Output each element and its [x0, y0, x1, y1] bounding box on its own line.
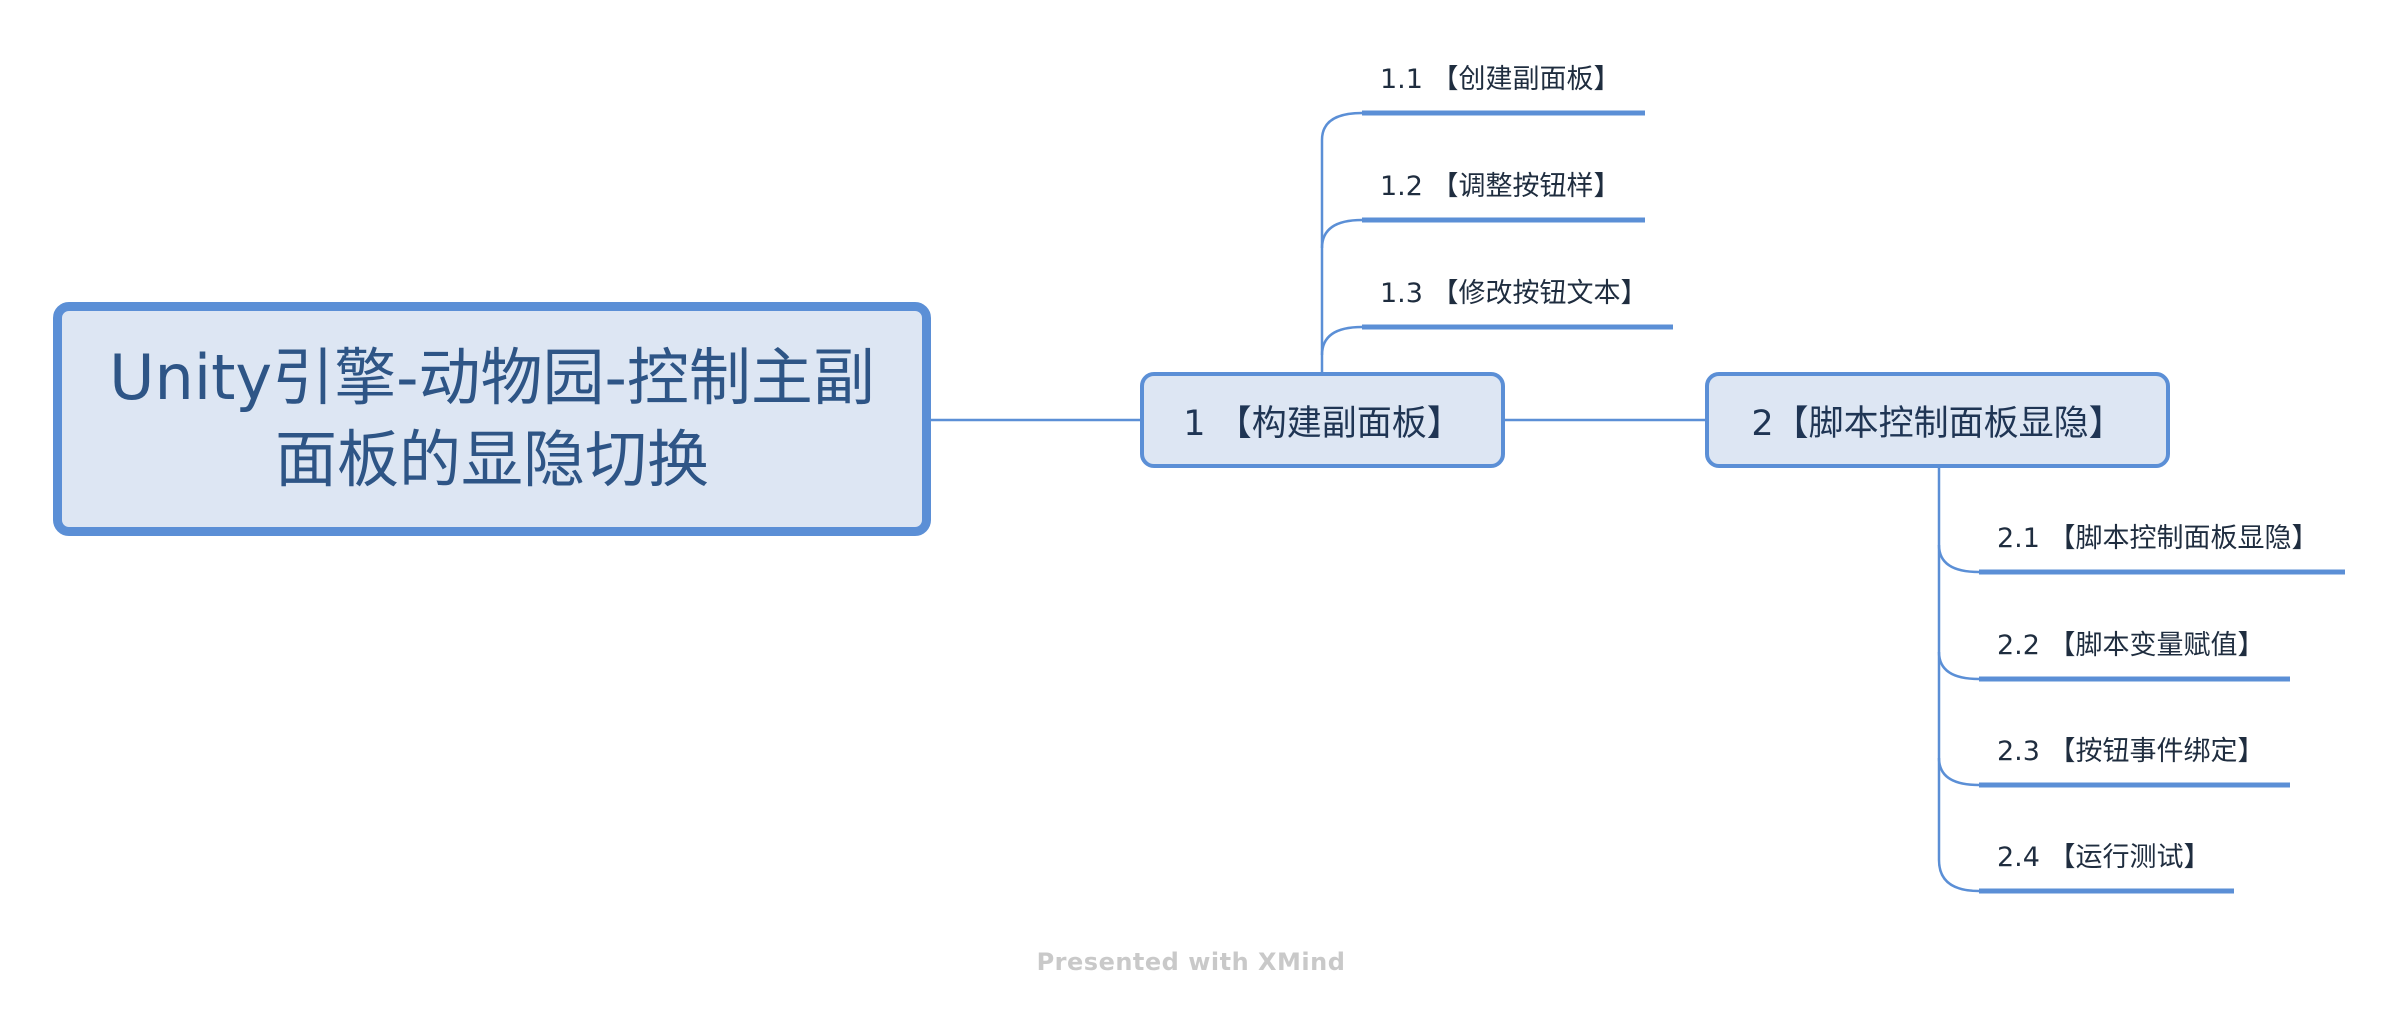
connector-sub-2-1 [1937, 544, 1980, 574]
sub-topic-1-1-label: 1.1 【创建副面板】 [1380, 64, 1621, 95]
sub-topic-2-1[interactable]: 2.1 【脚本控制面板显隐】 [1997, 519, 2319, 559]
sub-topic-2-2[interactable]: 2.2 【脚本变量赋值】 [1997, 626, 2265, 666]
sub-topic-1-3[interactable]: 1.3 【修改按钮文本】 [1380, 274, 1648, 314]
root-topic[interactable]: Unity引擎-动物园-控制主副面板的显隐切换 [53, 302, 931, 536]
sub-topic-2-3-label: 2.3 【按钮事件绑定】 [1997, 736, 2265, 767]
sub-topic-1-1[interactable]: 1.1 【创建副面板】 [1380, 60, 1621, 100]
sub-topic-1-2-label: 1.2 【调整按钮样】 [1380, 171, 1621, 202]
sub-topic-2-1-label: 2.1 【脚本控制面板显隐】 [1997, 523, 2319, 554]
connector-sub-1-3 [1320, 325, 1363, 356]
main-topic-2[interactable]: 2【脚本控制面板显隐】 [1705, 372, 2170, 468]
sub-topic-2-4-label: 2.4 【运行测试】 [1997, 842, 2211, 873]
connector-sub-1-1 [1320, 111, 1363, 141]
sub-topic-2-4[interactable]: 2.4 【运行测试】 [1997, 838, 2211, 878]
sub-topic-1-2[interactable]: 1.2 【调整按钮样】 [1380, 167, 1621, 207]
xmind-watermark: Presented with XMind [1036, 948, 1346, 976]
connector-sub-2-3 [1937, 757, 1980, 787]
sub-topic-2-3[interactable]: 2.3 【按钮事件绑定】 [1997, 732, 2265, 772]
connector-sub-2-2 [1937, 651, 1980, 681]
sub-topic-2-2-label: 2.2 【脚本变量赋值】 [1997, 630, 2265, 661]
connector-sub-1-2 [1320, 218, 1363, 249]
connector-sub-2-4 [1937, 859, 1980, 893]
main-topic-1-label: 1 【构建副面板】 [1183, 403, 1462, 444]
sub-topic-1-3-label: 1.3 【修改按钮文本】 [1380, 278, 1648, 309]
root-topic-label: Unity引擎-动物园-控制主副面板的显隐切换 [109, 341, 875, 496]
main-topic-1[interactable]: 1 【构建副面板】 [1140, 372, 1505, 468]
main-topic-2-label: 2【脚本控制面板显隐】 [1751, 403, 2124, 444]
